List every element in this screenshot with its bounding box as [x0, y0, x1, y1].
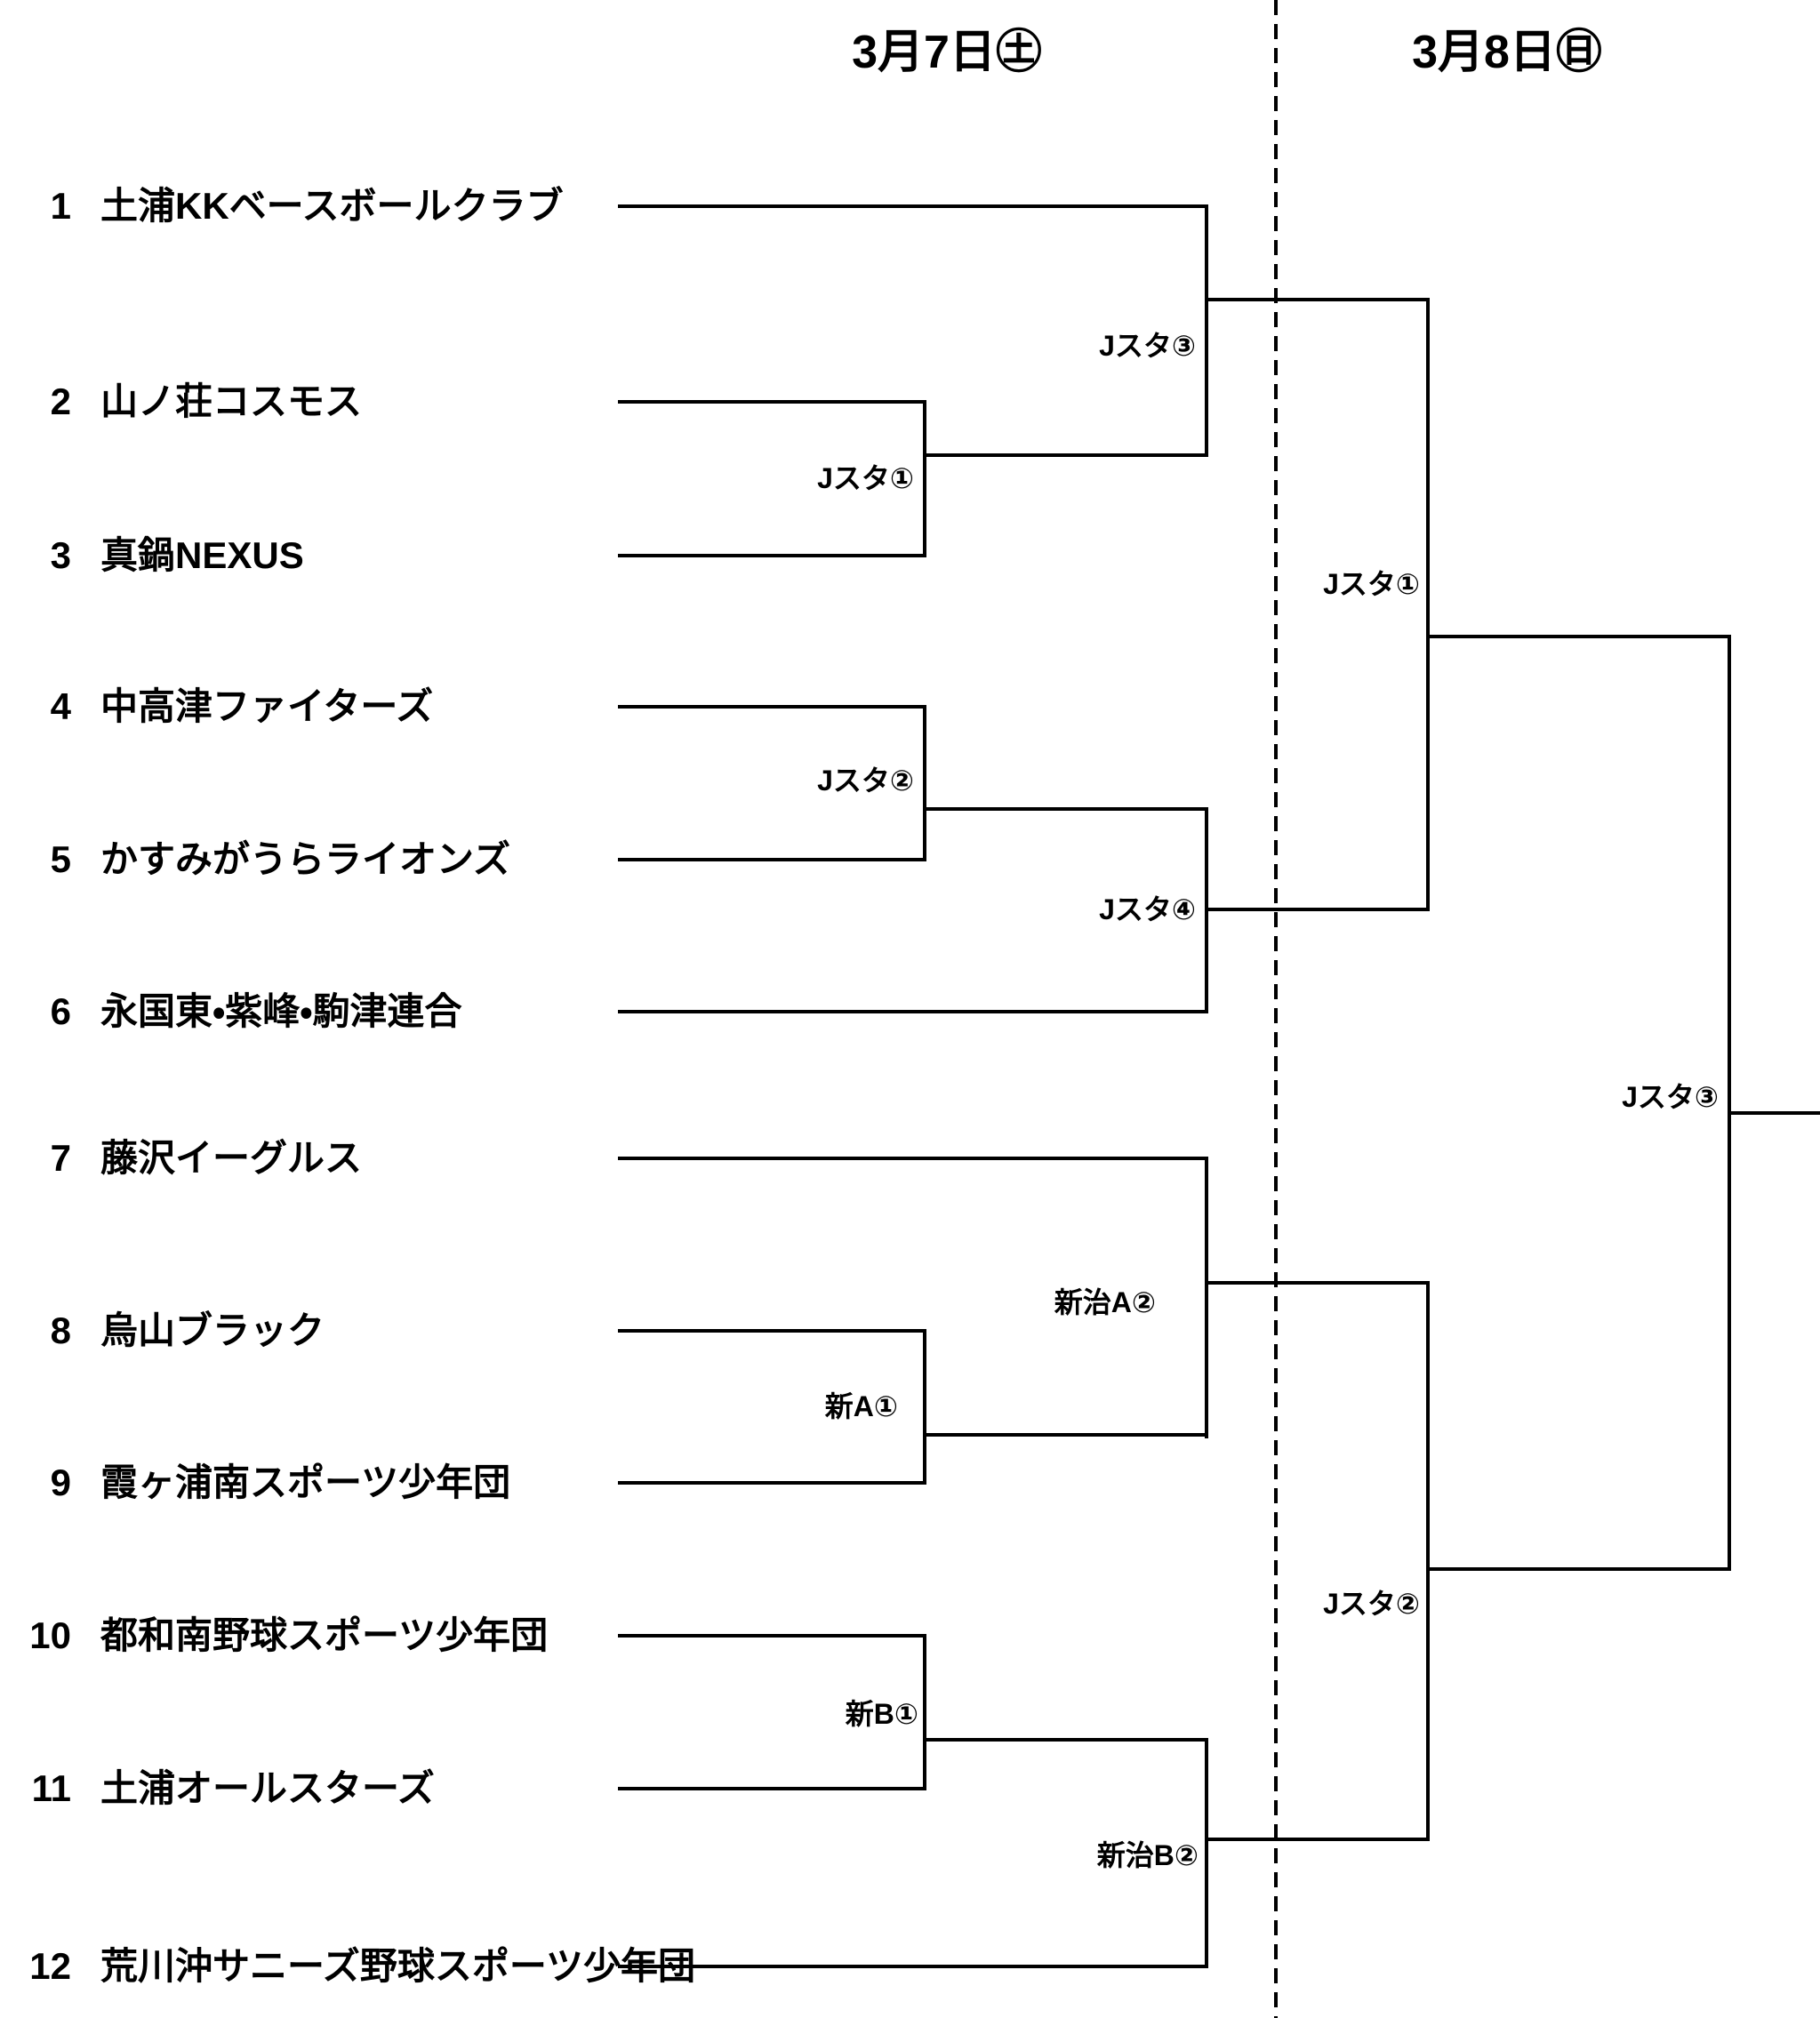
- match-label-j3: Jスタ③: [1099, 330, 1196, 362]
- team-seed-number: 8: [50, 1309, 71, 1351]
- team-row-12: 12 荒川沖サニーズ野球スポーツ少年団: [0, 1943, 695, 1990]
- match-label-sb2: 新治B②: [1096, 1839, 1199, 1871]
- team-row-7: 7 藤沢イーグルス: [0, 1135, 605, 1181]
- bracket-line-team6: [618, 1010, 1207, 1013]
- team-seed-number: 6: [50, 990, 71, 1032]
- bracket-line-team9: [618, 1481, 925, 1485]
- bracket-champion-line: [1729, 1111, 1820, 1115]
- bracket-line-team8: [618, 1329, 925, 1333]
- date-header-day2: 3月8日㊐: [1412, 27, 1602, 78]
- bracket-winner-line-sa2: [1207, 1281, 1428, 1285]
- bracket-line-team5: [618, 858, 925, 861]
- day-divider-dashed-line: [1274, 0, 1278, 2018]
- team-seed-number: 7: [50, 1137, 71, 1179]
- team-seed-number: 2: [50, 380, 71, 422]
- bracket-winner-line-j1: [925, 453, 1207, 457]
- bracket-winner-line-sb2: [1207, 1838, 1428, 1841]
- team-seed-number: 1: [50, 185, 71, 227]
- match-label-j2: Jスタ②: [817, 765, 914, 797]
- bracket-join-match-d2j2: [1426, 1281, 1430, 1841]
- bracket-line-team10: [618, 1634, 925, 1638]
- bracket-line-team7: [618, 1157, 1207, 1160]
- bracket-line-team3: [618, 554, 925, 557]
- bracket-join-match-j1: [923, 400, 926, 557]
- team-seed-number: 4: [50, 685, 71, 727]
- team-name: 藤沢イーグルス: [100, 1137, 363, 1179]
- team-seed-number: 5: [50, 838, 71, 880]
- team-row-1: 1 土浦KKベースボールクラブ: [0, 183, 605, 229]
- bracket-line-team4: [618, 705, 925, 709]
- bracket-winner-line-a1: [925, 1433, 1207, 1437]
- team-name: 真鍋NEXUS: [100, 534, 304, 576]
- team-row-3: 3 真鍋NEXUS: [0, 533, 605, 579]
- team-row-4: 4 中高津ファイターズ: [0, 684, 605, 730]
- team-seed-number: 3: [50, 534, 71, 576]
- match-label-j1: Jスタ①: [817, 462, 914, 494]
- match-label-d2j1: Jスタ①: [1323, 568, 1420, 600]
- team-seed-number: 10: [29, 1614, 71, 1656]
- team-row-10: 10 都和南野球スポーツ少年団: [0, 1613, 605, 1659]
- bracket-join-match-b1: [923, 1634, 926, 1790]
- match-label-j4: Jスタ④: [1099, 893, 1196, 925]
- team-name: 土浦オールスターズ: [100, 1767, 435, 1809]
- match-label-final: Jスタ③: [1622, 1081, 1719, 1113]
- team-name: 都和南野球スポーツ少年団: [100, 1614, 549, 1656]
- team-row-8: 8 烏山ブラック: [0, 1308, 605, 1354]
- bracket-winner-line-d2j2: [1428, 1567, 1729, 1571]
- team-row-11: 11 土浦オールスターズ: [0, 1766, 605, 1812]
- bracket-winner-line-b1: [925, 1738, 1207, 1742]
- bracket-join-match-j3: [1205, 204, 1208, 457]
- date-header-day1: 3月7日㊏: [852, 27, 1042, 78]
- bracket-join-match-a1: [923, 1329, 926, 1485]
- match-label-sa2: 新治A②: [1054, 1286, 1156, 1318]
- bracket-join-match-sb2: [1205, 1738, 1208, 1968]
- bracket-join-match-d2j1: [1426, 298, 1430, 911]
- team-name: かすみがうらライオンズ: [100, 838, 511, 880]
- match-label-b1: 新B①: [845, 1698, 918, 1730]
- bracket-winner-line-d2j1: [1428, 635, 1729, 638]
- team-name: 永国東・紫峰・駒津連合: [100, 990, 462, 1032]
- team-seed-number: 11: [31, 1767, 71, 1809]
- team-seed-number: 9: [50, 1461, 71, 1503]
- bracket-line-team12: [618, 1965, 1207, 1968]
- team-name: 霞ヶ浦南スポーツ少年団: [100, 1461, 511, 1503]
- bracket-winner-line-j4: [1207, 908, 1428, 911]
- bracket-line-team1: [618, 204, 1207, 208]
- team-name: 土浦KKベースボールクラブ: [100, 185, 564, 227]
- bracket-winner-line-j3: [1207, 298, 1428, 301]
- team-seed-number: 12: [29, 1945, 71, 1987]
- team-row-9: 9 霞ヶ浦南スポーツ少年団: [0, 1460, 605, 1506]
- team-name: 山ノ荘コスモス: [100, 380, 363, 422]
- bracket-winner-line-j2: [925, 807, 1207, 811]
- team-row-5: 5 かすみがうらライオンズ: [0, 837, 605, 883]
- match-label-a1: 新A①: [824, 1390, 898, 1422]
- bracket-join-match-sa2: [1205, 1157, 1208, 1438]
- team-name: 烏山ブラック: [100, 1309, 325, 1351]
- team-name: 中高津ファイターズ: [100, 685, 434, 727]
- bracket-line-team11: [618, 1787, 925, 1790]
- bracket-line-team2: [618, 400, 925, 404]
- match-label-d2j2: Jスタ②: [1323, 1588, 1420, 1620]
- team-name: 荒川沖サニーズ野球スポーツ少年団: [100, 1945, 696, 1987]
- bracket-join-match-j2: [923, 705, 926, 861]
- team-row-2: 2 山ノ荘コスモス: [0, 379, 605, 425]
- team-row-6: 6 永国東・紫峰・駒津連合: [0, 989, 605, 1035]
- bracket-join-match-final: [1728, 635, 1731, 1571]
